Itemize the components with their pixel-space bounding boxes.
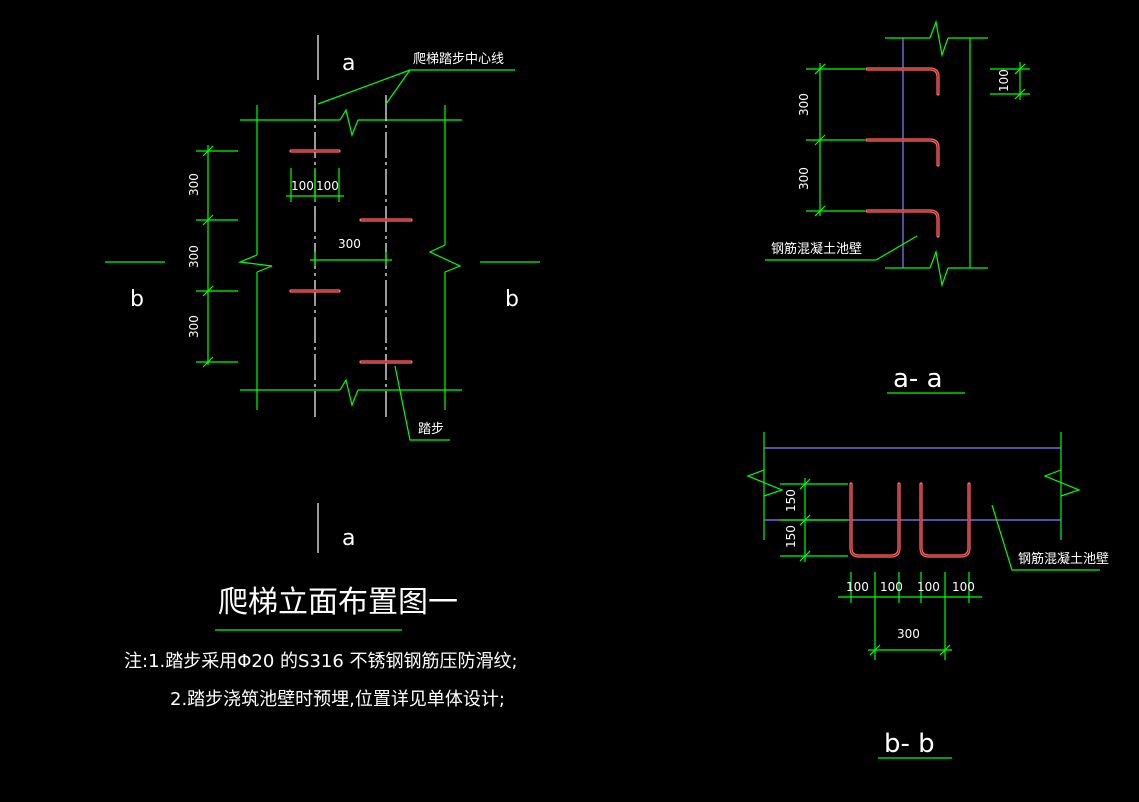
bb-title: b- b	[884, 729, 935, 759]
section-aa: 300 300 100 钢筋混凝土池壁 a- a	[765, 19, 1030, 394]
steps	[289, 149, 413, 364]
break-left	[237, 254, 273, 273]
section-a-top-label: a	[342, 51, 355, 76]
aa-leader	[765, 235, 918, 261]
elev-dim-v3: 300	[187, 315, 201, 338]
section-bb: 150 150 100 100 100 100 300 钢筋混凝土池壁 b- b	[746, 432, 1109, 759]
elevation-vertical-dims: 300 300 300	[187, 145, 238, 368]
leader-step-text: 踏步	[418, 422, 444, 437]
bb-steps	[849, 482, 971, 558]
leader-centerline-2	[385, 69, 411, 105]
aa-title: a- a	[893, 364, 943, 394]
elev-dim-v2: 300	[187, 245, 201, 268]
aa-dim-v1: 300	[797, 93, 811, 116]
bb-leader	[991, 504, 1100, 571]
elev-dim-h1: 100	[291, 179, 314, 193]
break-top	[339, 108, 359, 137]
break-bottom	[339, 378, 359, 407]
note-line-1: 注:1.踏步采用Φ20 的S316 不锈钢钢筋压防滑纹;	[124, 651, 518, 672]
aa-dim-side: 100	[997, 69, 1011, 92]
aa-steps	[865, 67, 940, 238]
leader-step	[394, 365, 450, 441]
bb-dim-b4: 100	[952, 580, 975, 594]
break-right	[428, 244, 462, 273]
bb-dim-b2: 100	[880, 580, 903, 594]
leader-centerline-text: 爬梯踏步中心线	[413, 52, 504, 67]
elevation-title: 爬梯立面布置图一	[218, 585, 458, 620]
bb-dim-v2: 150	[784, 525, 798, 548]
elev-dim-h2: 100	[316, 179, 339, 193]
bb-dim-b1: 100	[846, 580, 869, 594]
leader-centerline-1	[317, 69, 411, 105]
note-line-2: 2.踏步浇筑池壁时预埋,位置详见单体设计;	[170, 689, 505, 710]
elev-dim-h3: 300	[338, 237, 361, 251]
aa-dim-v2: 300	[797, 167, 811, 190]
elev-dim-v1: 300	[187, 173, 201, 196]
bb-dim-v1: 150	[784, 489, 798, 512]
aa-leader-text: 钢筋混凝土池壁	[771, 241, 862, 257]
section-a-bottom-label: a	[342, 526, 355, 551]
elevation-horizontal-dims: 100 100 300	[286, 168, 392, 266]
bb-dim-total: 300	[897, 627, 920, 641]
section-b-left-label: b	[130, 287, 144, 312]
elevation-view: a a b b 爬梯踏步中心线	[105, 35, 540, 631]
notes: 注:1.踏步采用Φ20 的S316 不锈钢钢筋压防滑纹; 2.踏步浇筑池壁时预埋…	[124, 651, 518, 710]
section-b-right-label: b	[505, 287, 519, 312]
bb-dim-b3: 100	[917, 580, 940, 594]
bb-leader-text: 钢筋混凝土池壁	[1018, 551, 1109, 567]
